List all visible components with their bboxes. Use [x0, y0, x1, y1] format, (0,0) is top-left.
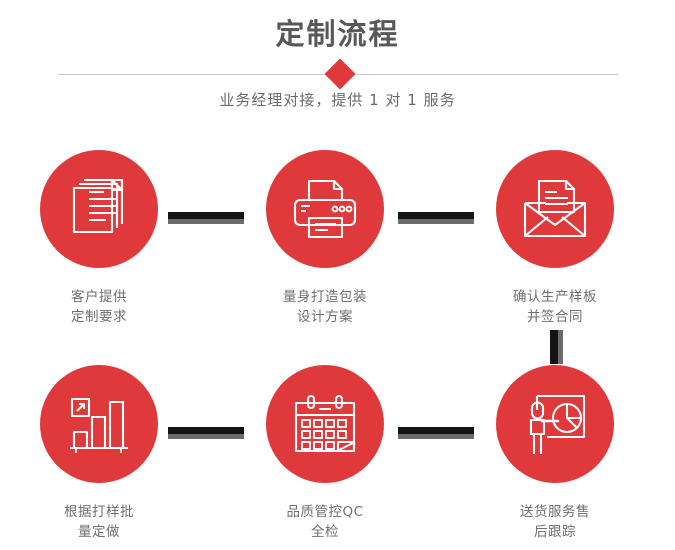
connector-step3-step6	[550, 330, 563, 364]
flow-step-3[interactable]: 确认生产样板 并签合同	[460, 150, 650, 327]
flow-step-6-label: 送货服务售 后跟踪	[520, 504, 590, 540]
flow-step-4-label: 根据打样批 量定做	[64, 504, 134, 540]
process-flow-diagram: 客户提供 定制要求	[0, 140, 675, 550]
flow-step-2-label: 量身打造包装 设计方案	[283, 289, 367, 325]
connector-step2-step3	[398, 212, 474, 224]
step-1-icon-circle[interactable]	[40, 150, 158, 268]
documents-stack-icon	[66, 176, 132, 242]
flow-step-5[interactable]: 品质管控QC 全检	[230, 365, 420, 542]
step-3-icon-circle[interactable]	[496, 150, 614, 268]
flow-step-6[interactable]: 送货服务售 后跟踪	[460, 365, 650, 542]
printer-icon	[292, 178, 358, 240]
page-subtitle: 业务经理对接，提供 1 对 1 服务	[219, 91, 456, 109]
flow-step-1-label: 客户提供 定制要求	[71, 289, 127, 325]
envelope-document-icon	[522, 179, 588, 239]
flow-step-4[interactable]: 根据打样批 量定做	[4, 365, 194, 542]
page-header: 定制流程 业务经理对接，提供 1 对 1 服务	[0, 0, 675, 130]
connector-step5-step6	[398, 427, 474, 439]
connector-step1-step2	[168, 212, 244, 224]
step-2-icon-circle[interactable]	[266, 150, 384, 268]
step-4-icon-circle[interactable]	[40, 365, 158, 483]
page-title: 定制流程	[275, 17, 400, 51]
presenter-pie-chart-icon	[523, 392, 587, 456]
flow-step-3-label: 确认生产样板 并签合同	[513, 289, 597, 325]
connector-step4-step5	[168, 427, 244, 439]
diamond-marker-icon	[324, 58, 356, 90]
flow-step-1[interactable]: 客户提供 定制要求	[4, 150, 194, 327]
flow-step-5-label: 品质管控QC 全检	[286, 504, 364, 540]
calendar-icon	[293, 394, 357, 454]
step-6-icon-circle[interactable]	[496, 365, 614, 483]
flow-step-2[interactable]: 量身打造包装 设计方案	[230, 150, 420, 327]
bar-chart-growth-icon	[68, 393, 130, 455]
title-divider	[58, 58, 618, 92]
calendar-icon-circle[interactable]	[266, 365, 384, 483]
